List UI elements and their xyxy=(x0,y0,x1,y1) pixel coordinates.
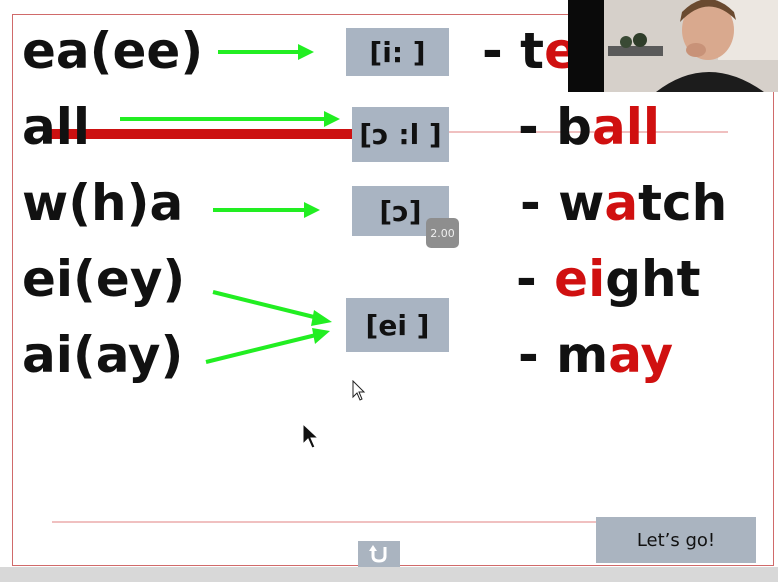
example-post: ght xyxy=(605,250,701,308)
ipa-box-row-2: [ɔ :l ] xyxy=(352,107,449,162)
ipa-text: [ei ] xyxy=(365,308,430,342)
pattern-row-1: ea(ee) xyxy=(22,22,204,80)
arrow-5 xyxy=(205,333,317,364)
webcam-overlay xyxy=(568,0,778,92)
example-highlight: all xyxy=(591,98,660,156)
pattern-row-4: ei(ey) xyxy=(22,250,186,308)
ipa-box-row-4-5: [ei ] xyxy=(346,298,449,352)
ipa-text: [ɔ] xyxy=(379,194,422,228)
u-turn-icon xyxy=(369,545,387,563)
example-pre: w xyxy=(558,174,605,232)
arrow-4-head xyxy=(311,310,332,326)
example-row-5: - may xyxy=(518,330,673,380)
example-highlight: a xyxy=(604,174,639,232)
example-row-2: - ball xyxy=(518,102,660,152)
mouse-cursor-outline-icon xyxy=(352,380,366,401)
example-dash: - xyxy=(518,326,557,384)
arrow-5-head xyxy=(312,328,330,344)
example-pre: m xyxy=(556,326,609,384)
example-dash: - xyxy=(482,22,521,80)
mouse-cursor-icon xyxy=(302,423,320,449)
pattern-row-3: w(h)a xyxy=(22,174,184,232)
arrow-4 xyxy=(212,290,319,320)
pattern-row-5: ai(ay) xyxy=(22,326,184,384)
slide xyxy=(0,0,778,567)
pattern-row-2: all xyxy=(22,98,91,156)
example-dash: - xyxy=(520,174,559,232)
example-highlight: ei xyxy=(554,250,606,308)
ipa-text: [ɔ :l ] xyxy=(359,118,442,151)
example-pre: b xyxy=(556,98,592,156)
playback-speed-badge: 2.00 xyxy=(426,218,459,248)
back-button[interactable] xyxy=(358,541,400,567)
example-row-1: - te xyxy=(482,26,578,76)
example-row-3: - watch xyxy=(520,178,727,228)
strike-bar xyxy=(50,129,352,139)
example-post: tch xyxy=(638,174,728,232)
player-strip xyxy=(0,567,778,582)
example-row-4: - eight xyxy=(516,254,701,304)
arrow-2-head xyxy=(324,111,340,127)
example-highlight: ay xyxy=(608,326,674,384)
example-dash: - xyxy=(516,250,555,308)
lets-go-button[interactable]: Let’s go! xyxy=(596,517,756,563)
example-dash: - xyxy=(518,98,557,156)
example-pre: t xyxy=(520,22,545,80)
ipa-box-row-1: [i: ] xyxy=(346,28,449,76)
presenter-video-icon xyxy=(568,0,778,92)
ipa-text: [i: ] xyxy=(369,35,426,69)
arrow-1-head xyxy=(298,44,314,60)
arrow-3-head xyxy=(304,202,320,218)
